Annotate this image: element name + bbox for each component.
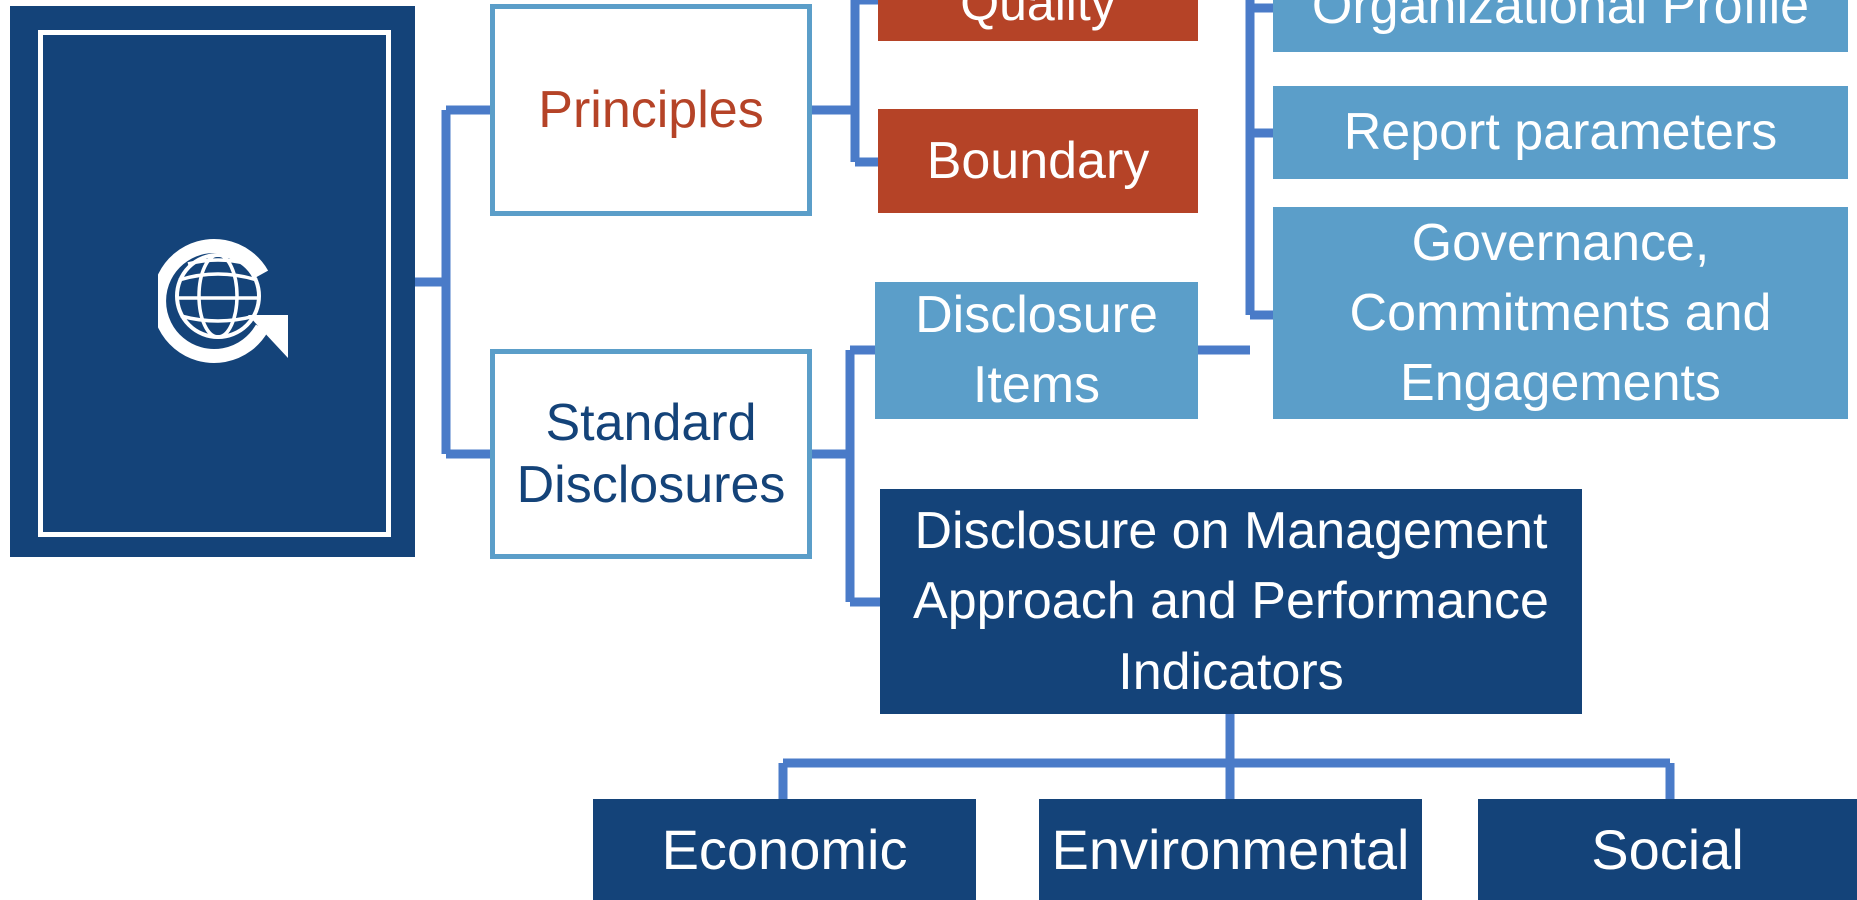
governance-box: Governance, Commitments and Engagements xyxy=(1273,207,1848,419)
social-box: Social xyxy=(1478,799,1857,900)
dma-label: Disclosure on Management Approach and Pe… xyxy=(913,502,1549,701)
dma-box: Disclosure on Management Approach and Pe… xyxy=(880,489,1582,714)
governance-label: Governance, Commitments and Engagements xyxy=(1349,213,1772,413)
gri-logo-panel xyxy=(10,6,415,557)
connector-logo-to-sections xyxy=(415,105,490,459)
standard-disclosures-box: Standard Disclosures xyxy=(490,349,812,559)
boundary-label: Boundary xyxy=(926,131,1150,190)
organizational-profile-box: Organizational Profile xyxy=(1273,0,1848,52)
organizational-profile-label: Organizational Profile xyxy=(1311,0,1810,35)
connector-standard-to-items xyxy=(810,345,880,607)
connector-principles-to-items xyxy=(810,0,880,167)
principles-box: Principles xyxy=(490,4,812,216)
environmental-label: Environmental xyxy=(1051,817,1410,881)
principles-label: Principles xyxy=(538,80,764,139)
disclosure-items-box: Disclosure Items xyxy=(875,282,1198,419)
economic-box: Economic xyxy=(593,799,976,900)
economic-label: Economic xyxy=(661,817,908,881)
gri-logo-frame xyxy=(38,30,391,537)
report-parameters-box: Report parameters xyxy=(1273,86,1848,179)
quality-box: Quality xyxy=(878,0,1198,41)
report-parameters-label: Report parameters xyxy=(1343,103,1778,162)
disclosure-items-label: Disclosure Items xyxy=(915,286,1158,414)
social-label: Social xyxy=(1591,817,1744,881)
environmental-box: Environmental xyxy=(1039,799,1422,900)
standard-disclosures-label: Standard Disclosures xyxy=(516,393,786,514)
globe-arrow-icon xyxy=(158,239,288,363)
connector-disclosure-items-to-groups xyxy=(1196,0,1273,355)
boundary-box: Boundary xyxy=(878,109,1198,213)
connector-dma-to-categories xyxy=(778,713,1675,800)
quality-label: Quality xyxy=(960,0,1116,31)
